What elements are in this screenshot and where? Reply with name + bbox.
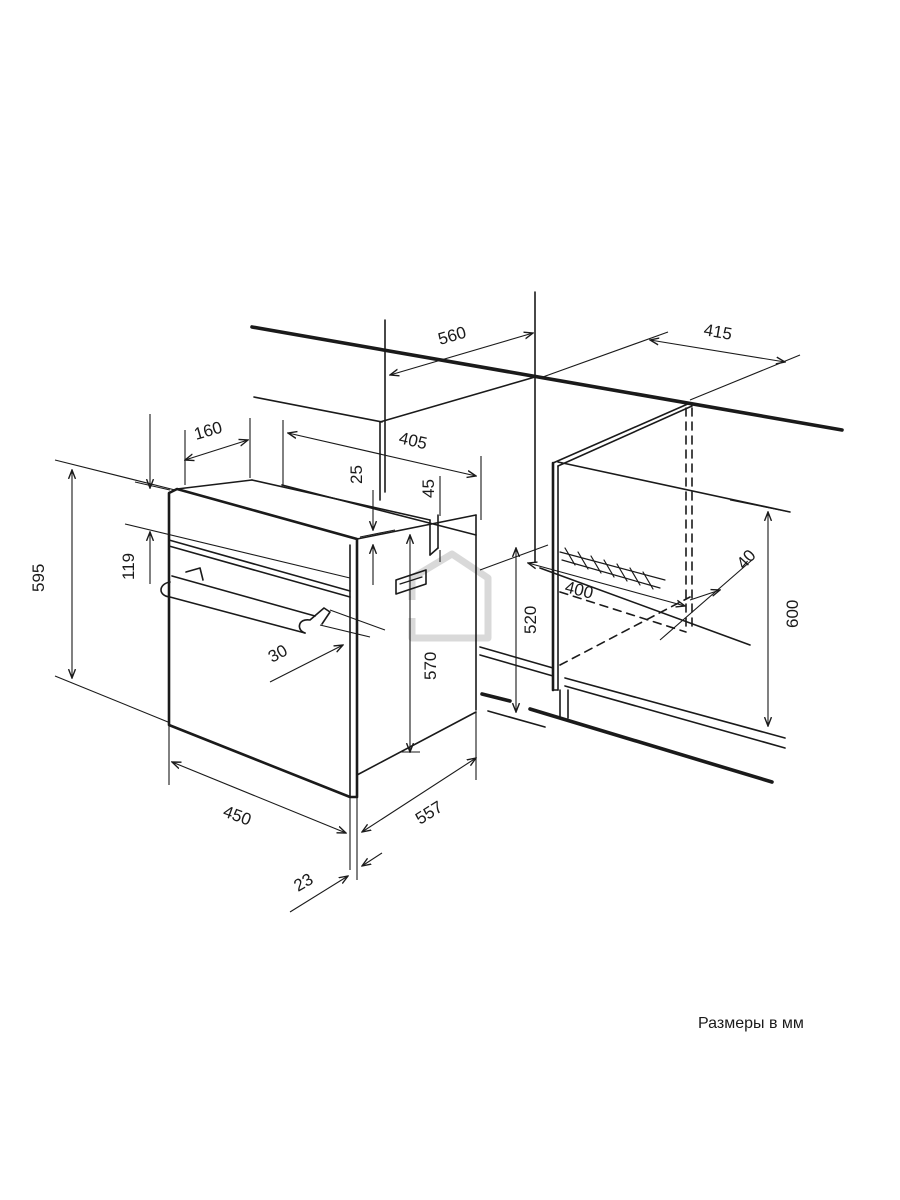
dim-label-400: 400 (563, 577, 595, 602)
dim-label-570: 570 (421, 652, 440, 680)
dim-label-40: 40 (733, 546, 760, 573)
dimension-lines (54, 331, 801, 913)
dim-label-119: 119 (119, 553, 138, 580)
dim-label-25: 25 (347, 465, 366, 484)
dim-label-23: 23 (291, 870, 317, 896)
dim-label-415: 415 (702, 320, 733, 344)
dim-label-595: 595 (29, 564, 48, 592)
dim-label-600: 600 (783, 600, 802, 628)
dim-label-160: 160 (192, 418, 225, 444)
oven-door-handle (160, 567, 331, 634)
units-note: Размеры в мм (698, 1015, 804, 1032)
dim-label-450: 450 (221, 802, 254, 830)
dim-label-30: 30 (265, 641, 291, 667)
dim-label-557: 557 (412, 797, 446, 828)
dim-label-560: 560 (436, 323, 469, 349)
dim-label-45: 45 (419, 479, 438, 498)
dim-label-405: 405 (397, 428, 429, 453)
cabinet-niche (250, 291, 844, 784)
dim-label-520: 520 (521, 606, 540, 634)
